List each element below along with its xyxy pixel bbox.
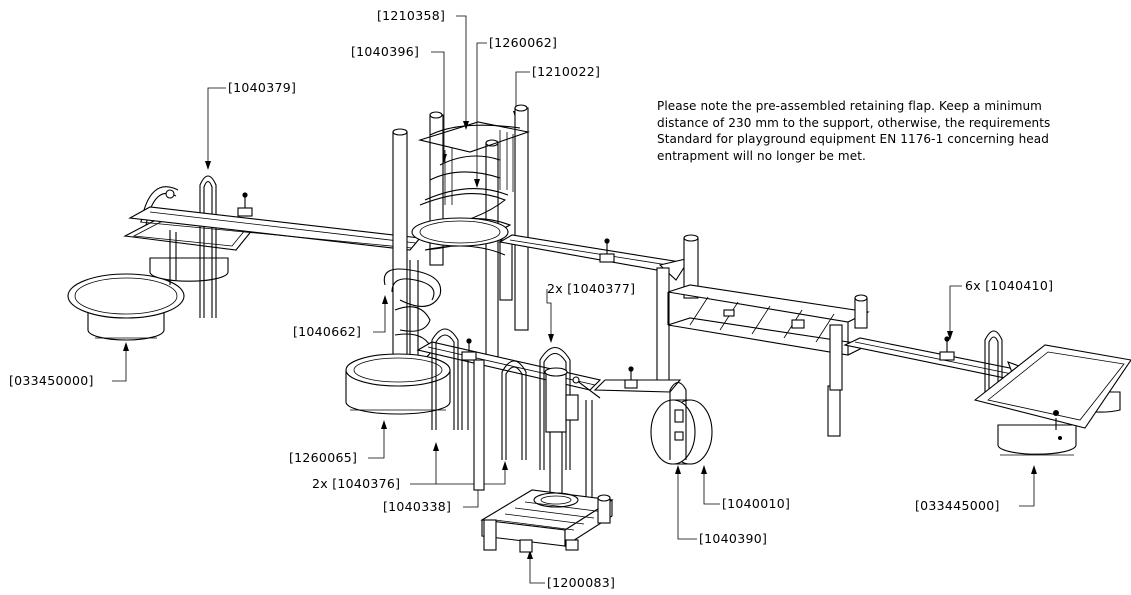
label-1260065: [1260065] <box>289 450 358 465</box>
safety-note: Please note the pre-assembled retaining … <box>657 98 1131 164</box>
label-1200083: [1200083] <box>547 575 616 590</box>
note-line: distance of 230 mm to the support, other… <box>657 115 1051 130</box>
left-water-basin <box>67 273 185 341</box>
label-1040410: 6x [1040410] <box>965 278 1054 293</box>
label-1040379: [1040379] <box>228 80 297 95</box>
label-1040338: [1040338] <box>383 499 452 514</box>
note-line: Please note the pre-assembled retaining … <box>657 99 1042 113</box>
label-1040377: 2x [1040377] <box>547 281 636 296</box>
label-1040010: [1040010] <box>722 496 791 511</box>
label-1260062: [1260062] <box>489 35 558 50</box>
label-1040662: [1040662] <box>293 324 362 339</box>
central-tower <box>392 104 531 366</box>
label-033445000: [033445000] <box>915 498 1000 513</box>
upper-left-channel <box>128 192 422 251</box>
water-pump <box>480 346 682 553</box>
note-line: entrapment will no longer be met. <box>657 148 866 163</box>
label-1040376: 2x [1040376] <box>312 476 401 491</box>
ladder-bridge <box>667 284 870 437</box>
right-water-tray <box>973 344 1131 456</box>
note-line: Standard for playground equipment EN 117… <box>657 132 1049 146</box>
label-1210022: [1210022] <box>532 64 601 79</box>
label-1040390: [1040390] <box>699 531 768 546</box>
center-left-basin <box>345 353 451 415</box>
label-1210358: [1210358] <box>377 8 446 23</box>
leader-lines <box>112 15 1037 584</box>
label-1040396: [1040396] <box>351 44 420 59</box>
water-wheel-drum <box>650 381 713 465</box>
label-033450000: [033450000] <box>9 373 94 388</box>
